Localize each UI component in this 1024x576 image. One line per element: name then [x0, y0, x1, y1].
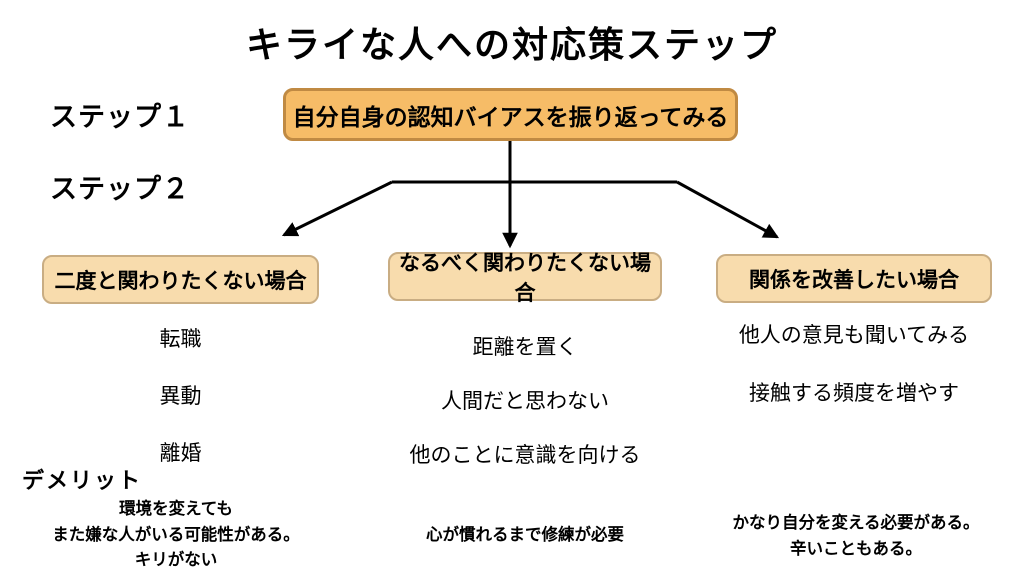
list-item: 他人の意見も聞いてみる	[738, 324, 970, 347]
demerit-heading: デメリット	[22, 468, 143, 493]
category-box-improve-relation: 関係を改善したい場合	[716, 254, 992, 303]
arrow-to-left-box	[281, 180, 393, 237]
list-item: 離婚	[159, 442, 202, 465]
arrow-to-right-box	[676, 180, 780, 239]
demerit-never-involve: 環境を変えても また嫌な人がいる可能性がある。 キリがない	[28, 497, 324, 574]
demerit-line: 心が慣れるまで修練が必要	[426, 526, 624, 544]
demerit-line: 環境を変えても	[119, 500, 233, 518]
list-item: 転職	[159, 328, 202, 351]
demerit-line: また嫌な人がいる可能性がある。	[52, 525, 300, 544]
demerit-line: かなり自分を変える必要がある。	[732, 514, 980, 532]
demerit-avoid-involve: 心が慣れるまで修練が必要	[380, 523, 670, 549]
step1-box: 自分自身の認知バイアスを振り返ってみる	[283, 88, 738, 141]
step2-label: ステップ２	[50, 174, 190, 204]
category-box-never-involve: 二度と関わりたくない場合	[42, 255, 319, 304]
page-title: キライな人への対応策ステップ	[245, 24, 778, 65]
demerit-line: 辛いこともある。	[790, 539, 922, 558]
item-list-avoid-involve: 距離を置く 人間だと思わない 他のことに意識を向ける	[388, 331, 662, 469]
item-list-improve-relation: 他人の意見も聞いてみる 接触する頻度を増やす	[716, 319, 992, 407]
list-item: 距離を置く	[472, 336, 578, 359]
list-item: 人間だと思わない	[441, 390, 609, 413]
demerit-improve-relation: かなり自分を変える必要がある。 辛いこともある。	[700, 511, 1012, 562]
item-list-never-involve: 転職 異動 離婚	[42, 323, 319, 467]
list-item: 他のことに意識を向ける	[409, 444, 641, 467]
category-box-avoid-involve: なるべく関わりたくない場合	[388, 252, 662, 305]
list-item: 異動	[159, 385, 202, 408]
demerit-line: キリがない	[134, 551, 218, 570]
list-item: 接触する頻度を増やす	[749, 382, 959, 405]
step1-label: ステップ１	[50, 102, 190, 132]
